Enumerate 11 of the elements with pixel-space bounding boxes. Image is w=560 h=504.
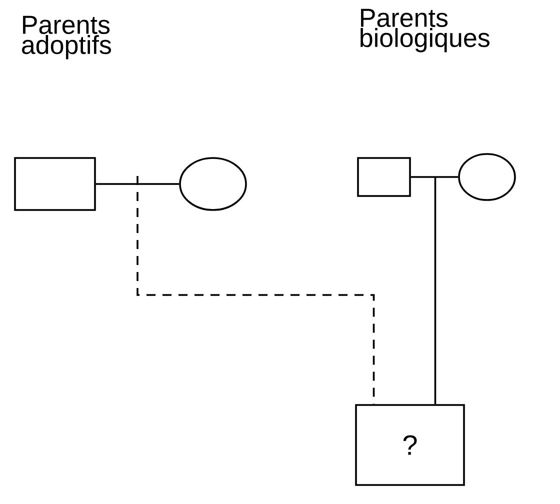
partner-line bbox=[410, 176, 458, 178]
partner-line bbox=[96, 183, 180, 185]
descent-line bbox=[136, 176, 375, 404]
pedigree-square bbox=[14, 157, 96, 211]
pedigree-circle bbox=[179, 157, 247, 211]
pedigree-square: ? bbox=[355, 404, 465, 486]
group-heading: Parents adoptifs bbox=[22, 16, 112, 60]
pedigree-square bbox=[357, 157, 411, 197]
descent-line bbox=[434, 177, 436, 404]
group-heading: Parents biologiques bbox=[360, 8, 490, 52]
pedigree-circle bbox=[458, 153, 516, 201]
